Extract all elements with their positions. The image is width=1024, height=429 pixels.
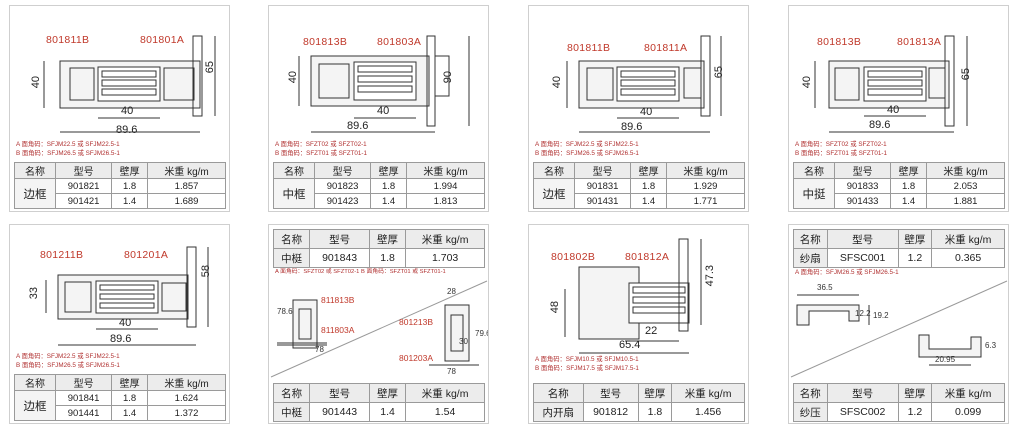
corner-notes: A 面角码：SFZT02 或 SFZT02-1 B 面角码：SFZT01 或 S… bbox=[795, 141, 888, 157]
dim-height-right: 58 bbox=[200, 265, 212, 278]
part-code-b: 801811B bbox=[567, 42, 611, 54]
dim-height-right: 47.3 bbox=[704, 265, 716, 287]
corner-notes: A 面角码：SFZT02 或 SFZT02-1 B 面角码：SFZT01 或 S… bbox=[275, 269, 446, 275]
dim-height-right: 65 bbox=[713, 66, 725, 79]
corner-notes: A 面角码：SFJM22.5 或 SFJM22.5-1 B 面角码：SFJM26… bbox=[535, 141, 639, 157]
profile-drawing bbox=[790, 280, 1008, 378]
dim-c: 28 bbox=[447, 287, 456, 296]
dim-width: 89.6 bbox=[116, 124, 138, 136]
profile-card-7: 801802B 801812A 48 47.3 22 65.4 A 面角码：SF… bbox=[528, 224, 749, 424]
dim-width: 89.6 bbox=[110, 333, 132, 345]
profile-drawing bbox=[270, 280, 488, 378]
part-code-2: 811803A bbox=[321, 325, 355, 335]
dim-width: 89.6 bbox=[869, 119, 891, 131]
corner-notes: A 面角码：SFJM26.5 或 SFJM26.5-1 bbox=[795, 269, 899, 276]
dim-c: 19.2 bbox=[873, 311, 889, 320]
profile-drawing bbox=[564, 238, 702, 354]
dim-inner: 40 bbox=[377, 105, 390, 117]
profile-card-5: 801211B 801201A 33 58 40 89.6 A 面角码：SFJM… bbox=[9, 224, 230, 424]
dim-inner: 40 bbox=[887, 104, 900, 116]
part-code-4: 801203A bbox=[399, 353, 434, 363]
dim-inner: 40 bbox=[121, 105, 134, 117]
corner-notes: A 面角码：SFJM22.5 或 SFJM22.5-1 B 面角码：SFJM26… bbox=[16, 141, 120, 157]
part-code-a: 801811A bbox=[644, 42, 688, 54]
profile-drawing bbox=[814, 35, 968, 133]
dim-inner: 40 bbox=[640, 106, 653, 118]
dim-height-left: 40 bbox=[801, 76, 813, 89]
profile-card-4: 801813B 801813A 40 65 40 89.6 A 面角码：SFZT… bbox=[788, 5, 1009, 212]
profile-drawing bbox=[45, 246, 209, 346]
part-code-b: 801211B bbox=[40, 249, 84, 261]
dim-height-left: 33 bbox=[28, 287, 40, 300]
part-code-a: 801801A bbox=[140, 34, 185, 46]
dim-inner: 40 bbox=[119, 317, 132, 329]
dim-e: 79.6 bbox=[475, 329, 488, 338]
profile-drawing bbox=[298, 35, 470, 133]
part-code-a: 801812A bbox=[625, 251, 670, 263]
part-code-1: 811813B bbox=[321, 295, 355, 305]
profile-card-3: 801811B 801811A 40 65 40 89.6 A 面角码：SFJM… bbox=[528, 5, 749, 212]
part-code-a: 801813A bbox=[897, 36, 942, 48]
part-code-a: 801803A bbox=[377, 36, 422, 48]
dim-a: 36.5 bbox=[817, 283, 833, 292]
dim-height-right: 65 bbox=[204, 61, 216, 74]
profile-drawing bbox=[43, 35, 216, 133]
dim-width: 89.6 bbox=[621, 121, 643, 133]
dim-height-left: 40 bbox=[551, 76, 563, 89]
dim-width: 89.6 bbox=[347, 120, 369, 132]
profile-card-2: 801813B 801803A 40 90 40 89.6 A 面角码：SFZT… bbox=[268, 5, 489, 212]
profile-name: 边框 bbox=[532, 178, 576, 209]
dim-height-right: 65 bbox=[960, 68, 972, 81]
dim-inner: 22 bbox=[645, 325, 658, 337]
dim-d: 6.3 bbox=[985, 341, 997, 350]
profile-name: 边框 bbox=[13, 390, 57, 421]
part-code-a: 801201A bbox=[124, 249, 169, 261]
dim-f: 78 bbox=[447, 367, 456, 376]
part-code-3: 801213B bbox=[399, 317, 434, 327]
profile-card-1: 801811B 801801A 40 65 40 89.6 A 面角码：SFJM… bbox=[9, 5, 230, 212]
dim-width: 65.4 bbox=[619, 339, 641, 351]
dim-height-left: 40 bbox=[287, 71, 299, 84]
corner-notes: A 面角码：SFJM22.5 或 SFJM22.5-1 B 面角码：SFJM26… bbox=[16, 353, 120, 369]
dim-height-left: 40 bbox=[30, 76, 42, 89]
dim-d: 30 bbox=[459, 337, 468, 346]
dim-b: 78 bbox=[315, 345, 324, 354]
part-code-b: 801813B bbox=[817, 36, 862, 48]
part-code-b: 801802B bbox=[551, 251, 596, 263]
corner-notes: A 面角码：SFZT02 或 SFZT02-1 B 面角码：SFZT01 或 S… bbox=[275, 141, 368, 157]
dim-height-left: 48 bbox=[549, 301, 561, 314]
part-code-b: 801813B bbox=[303, 36, 348, 48]
profile-name: 中框 bbox=[272, 178, 316, 209]
profile-name: 中挺 bbox=[792, 178, 836, 209]
profile-drawing bbox=[566, 35, 722, 133]
profile-name: 边框 bbox=[13, 178, 57, 209]
dim-height-right: 90 bbox=[442, 71, 454, 84]
dim-a: 78.6 bbox=[277, 307, 293, 316]
corner-notes: A 面角码：SFJM10.5 或 SFJM10.5-1 B 面角码：SFJM17… bbox=[535, 356, 639, 372]
dim-e: 20.95 bbox=[935, 355, 956, 364]
part-code-b: 801811B bbox=[46, 34, 90, 46]
dim-b: 12.2 bbox=[855, 309, 871, 318]
